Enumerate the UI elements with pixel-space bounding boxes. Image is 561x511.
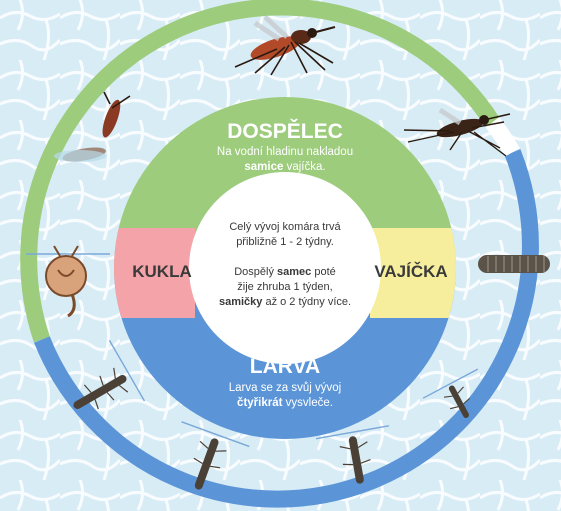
egg-raft-icon xyxy=(478,255,550,273)
adult-desc-bold: samice xyxy=(244,161,283,173)
center-p1-line1: Celý vývoj komára trvá xyxy=(229,221,341,233)
larva-title: LARVA xyxy=(250,355,320,378)
adult-title: DOSPĚLEC xyxy=(227,119,343,143)
larva-desc-rest: vysvleče. xyxy=(282,397,333,409)
eggs-title: VAJÍČKA xyxy=(374,262,447,281)
center-p2-line3: samičky až o 2 týdny více. xyxy=(219,296,351,308)
center-p1-line2: přibližně 1 - 2 týdny. xyxy=(236,236,334,248)
adult-desc-rest: vajíčka. xyxy=(283,161,325,173)
adult-desc-line2: samice vajíčka. xyxy=(244,161,325,173)
center-p2-line1: Dospělý samec poté xyxy=(234,266,336,278)
larva-desc-line2: čtyřikrát vysvleče. xyxy=(237,397,333,409)
larva-desc-bold: čtyřikrát xyxy=(237,397,283,409)
pupa-title: KUKLA xyxy=(132,262,192,281)
center-p2-line2: žije zhruba 1 týden, xyxy=(237,281,332,293)
adult-desc-line1: Na vodní hladinu nakladou xyxy=(217,146,353,158)
larva-desc-line1: Larva se za svůj vývoj xyxy=(229,382,342,394)
